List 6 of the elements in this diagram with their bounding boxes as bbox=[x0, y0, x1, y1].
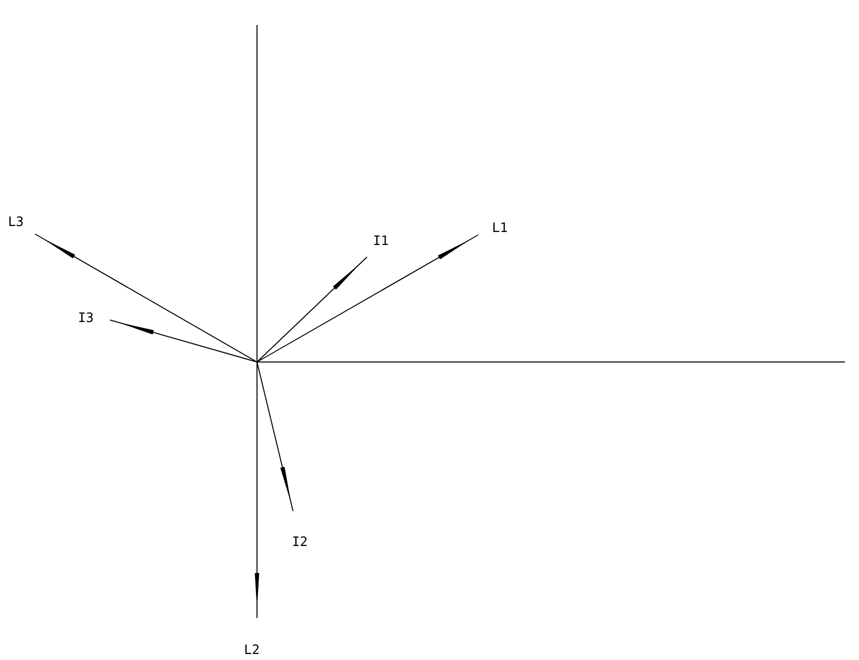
vector-label: L2 bbox=[244, 644, 260, 657]
vector-label: I3 bbox=[78, 312, 94, 325]
vector-label: L3 bbox=[8, 216, 24, 229]
vector-label: I1 bbox=[373, 235, 389, 248]
vector-label: I2 bbox=[292, 536, 308, 549]
vector-label: L1 bbox=[492, 222, 508, 235]
